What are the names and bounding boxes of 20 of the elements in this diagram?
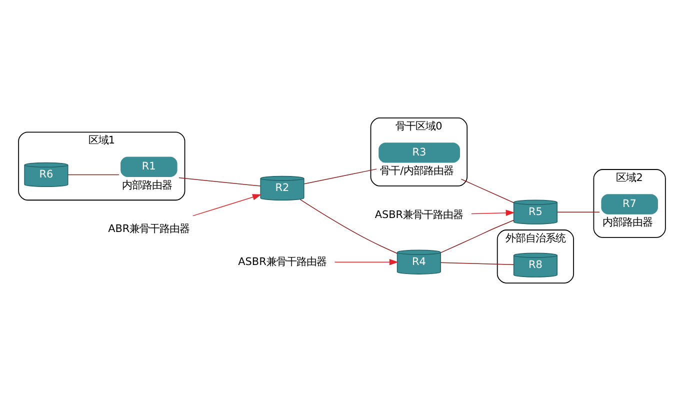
connector: [300, 198, 398, 254]
node-label: 内部路由器: [602, 216, 653, 228]
connector: [460, 178, 514, 202]
node-text: ABR兼骨干路由器: [108, 222, 190, 235]
connector: [304, 168, 377, 184]
node-text: ASBR兼骨干路由器: [374, 208, 464, 220]
connector: [556, 211, 600, 212]
node-text: ASBR兼骨干路由器: [238, 255, 326, 268]
arrow: [471, 209, 515, 216]
connector: [68, 174, 120, 175]
arrow: [192, 194, 262, 216]
node-label: 骨干/内部路由器: [380, 164, 454, 177]
node-label: 内部路由器: [122, 178, 172, 191]
node-box: R3: [378, 142, 460, 162]
node-box: R7: [601, 194, 658, 214]
node-box: R1: [120, 156, 178, 176]
connector: [440, 219, 514, 253]
arrow: [334, 258, 398, 265]
connector: [178, 176, 261, 186]
connector: [440, 262, 514, 264]
